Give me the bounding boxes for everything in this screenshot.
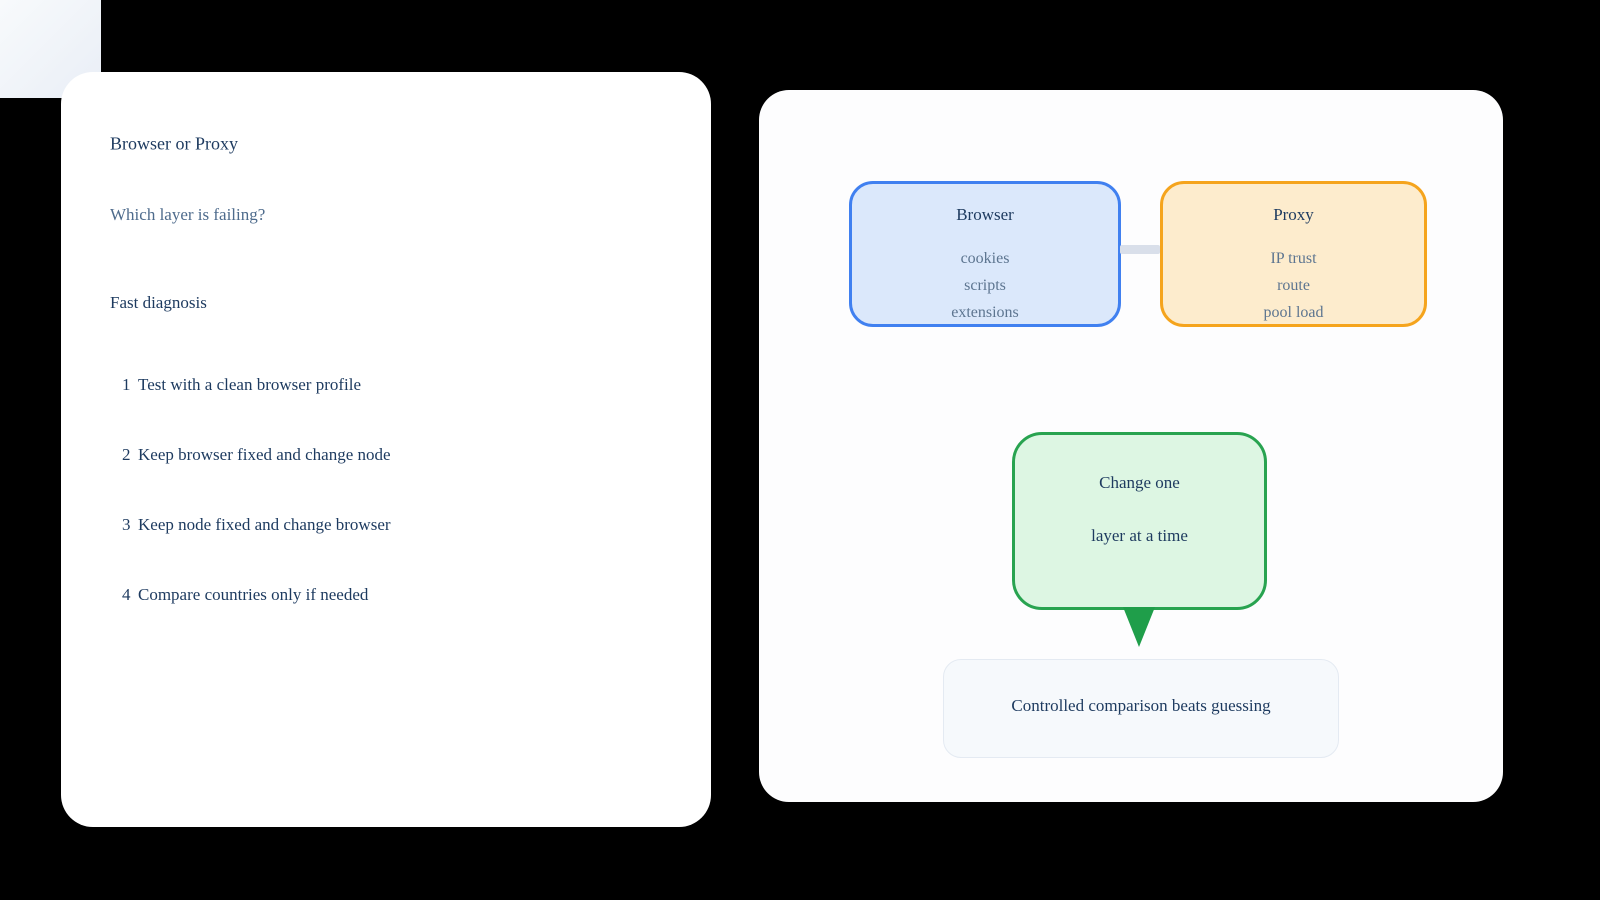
- callout-bubble: Change one layer at a time: [1012, 432, 1267, 610]
- browser-node-item: scripts: [964, 277, 1006, 294]
- step-label: Test with a clean browser profile: [138, 375, 362, 394]
- step-number: 3: [122, 515, 131, 534]
- notes-card: Browser or Proxy Which layer is failing?…: [61, 72, 711, 827]
- proxy-node-item: pool load: [1263, 304, 1324, 321]
- step-item-3: 3 Keep node fixed and change browser: [122, 515, 391, 535]
- step-item-1: 1 Test with a clean browser profile: [122, 375, 361, 395]
- callout-tail-arrow-icon: [1123, 607, 1155, 647]
- step-number: 2: [122, 445, 131, 464]
- section-heading: Fast diagnosis: [110, 293, 207, 312]
- proxy-node: Proxy IP trust route pool load: [1160, 181, 1427, 327]
- step-item-4: 4 Compare countries only if needed: [122, 585, 368, 605]
- step-label: Keep node fixed and change browser: [138, 515, 391, 534]
- proxy-node-item: route: [1277, 277, 1310, 294]
- step-label: Keep browser fixed and change node: [138, 445, 391, 464]
- note-text: Controlled comparison beats guessing: [1011, 696, 1271, 715]
- step-number: 4: [122, 585, 131, 604]
- callout-text-line2: layer at a time: [1091, 526, 1188, 545]
- browser-node-item: extensions: [951, 304, 1019, 321]
- callout-text-line1: Change one: [1099, 473, 1180, 492]
- proxy-node-title: Proxy: [1273, 205, 1314, 224]
- card-title: Browser or Proxy: [110, 133, 238, 154]
- browser-node: Browser cookies scripts extensions: [849, 181, 1121, 327]
- browser-node-title: Browser: [956, 205, 1014, 224]
- step-label: Compare countries only if needed: [138, 585, 369, 604]
- note-box: Controlled comparison beats guessing: [943, 659, 1339, 758]
- step-number: 1: [122, 375, 131, 394]
- card-subtitle: Which layer is failing?: [110, 205, 266, 224]
- step-item-2: 2 Keep browser fixed and change node: [122, 445, 391, 465]
- proxy-node-item: IP trust: [1270, 250, 1317, 267]
- diagram-card: Browser cookies scripts extensions Proxy…: [759, 90, 1503, 802]
- connector-line: [1120, 245, 1160, 254]
- browser-node-item: cookies: [960, 250, 1010, 267]
